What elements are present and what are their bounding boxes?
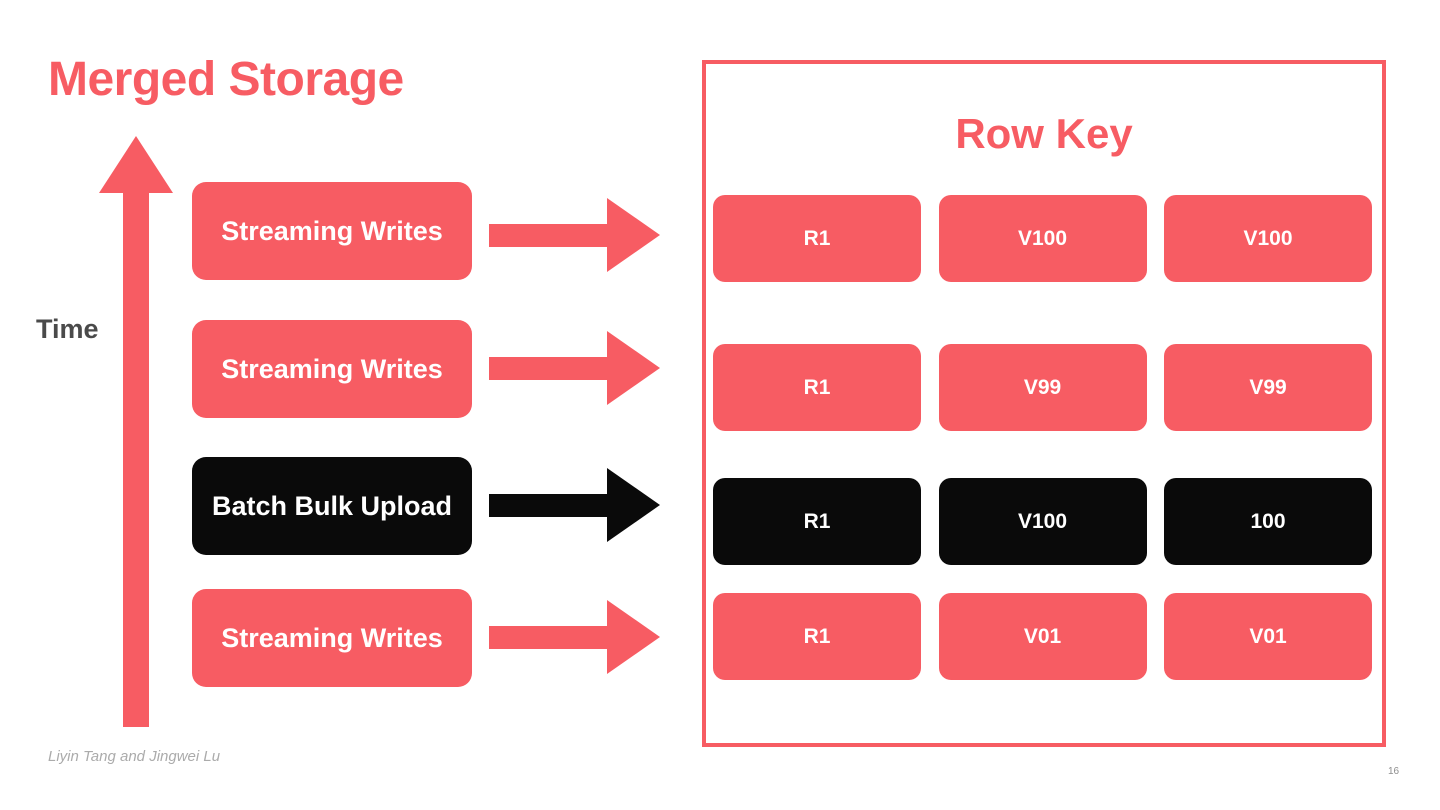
right-arrow-shaft [489, 625, 607, 649]
row-key-row-2: R1 V99 V99 [713, 344, 1372, 431]
right-arrow-icon-1 [489, 198, 660, 272]
page-title: Merged Storage [48, 53, 404, 106]
source-box-streaming-writes-3: Streaming Writes [192, 589, 472, 687]
time-axis-arrow-up-icon [99, 136, 173, 193]
right-arrow-shaft [489, 356, 607, 380]
time-axis-arrow-shaft [123, 190, 149, 727]
row-key-row-1: R1 V100 V100 [713, 195, 1372, 282]
row-key-cell: R1 [713, 593, 921, 680]
right-arrow-shaft [489, 223, 607, 247]
source-box-batch-bulk-upload: Batch Bulk Upload [192, 457, 472, 555]
row-key-cell: V01 [938, 593, 1147, 680]
row-key-row-3-batch: R1 V100 100 [713, 478, 1372, 565]
right-arrow-icon-2 [489, 331, 660, 405]
row-key-cell: V100 [1164, 195, 1372, 282]
row-key-cell: R1 [713, 478, 921, 565]
row-key-cell: V01 [1164, 593, 1372, 680]
row-key-cell: V100 [938, 478, 1147, 565]
time-axis-label: Time [36, 314, 99, 344]
footer-credit: Liyin Tang and Jingwei Lu [48, 748, 221, 765]
row-key-cell: R1 [713, 344, 921, 431]
row-key-cell: R1 [713, 195, 921, 282]
row-key-cell: V99 [938, 344, 1147, 431]
source-box-streaming-writes-1: Streaming Writes [192, 182, 472, 280]
right-arrow-icon-4 [489, 600, 660, 674]
right-arrow-shaft [489, 493, 607, 517]
right-arrow-head [607, 198, 660, 272]
row-key-cell: 100 [1164, 478, 1372, 565]
source-box-streaming-writes-2: Streaming Writes [192, 320, 472, 418]
row-key-row-4: R1 V01 V01 [713, 593, 1372, 680]
row-key-panel-title: Row Key [955, 110, 1133, 157]
page-number: 16 [1388, 766, 1400, 777]
row-key-cell: V100 [938, 195, 1147, 282]
row-key-cell: V99 [1164, 344, 1372, 431]
right-arrow-icon-3-black [489, 468, 660, 542]
right-arrow-head [607, 468, 660, 542]
right-arrow-head [607, 600, 660, 674]
right-arrow-head [607, 331, 660, 405]
